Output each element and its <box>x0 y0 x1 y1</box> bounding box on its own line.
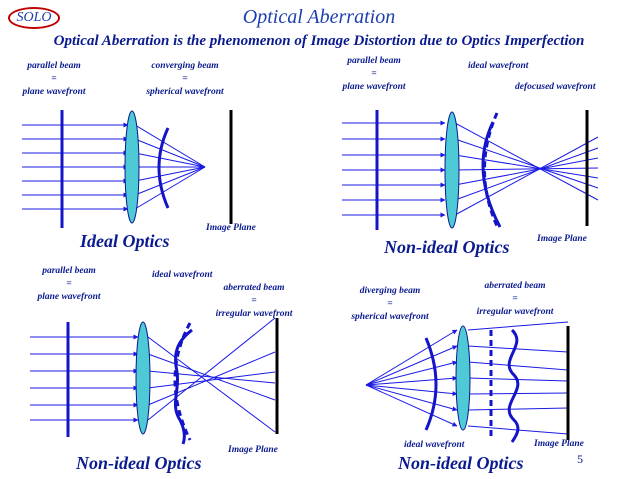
label-equals: = <box>182 74 188 84</box>
label-text: aberrated beam <box>223 283 285 293</box>
label-ideal-wavefront-bl: ideal wavefront <box>152 270 213 280</box>
parallel-rays-tr <box>342 120 446 218</box>
label-text: spherical wavefront <box>351 312 429 322</box>
label-text: plane wavefront <box>37 292 101 302</box>
converging-rays-tl <box>134 124 206 210</box>
lens-tl <box>124 110 140 224</box>
label-text: aberrated beam <box>484 281 546 291</box>
lens-tr <box>444 111 460 229</box>
irregular-wavefront-bl <box>173 328 193 445</box>
image-plane-label-bl: Image Plane <box>228 445 278 455</box>
label-equals: = <box>387 299 393 309</box>
label-text: parallel beam <box>42 266 96 276</box>
page-number: 5 <box>577 452 583 466</box>
slide-title: Optical Aberration <box>242 6 396 28</box>
label-parallel-beam-bl: parallel beam = plane wavefront <box>24 265 114 304</box>
image-plane-label-tr: Image Plane <box>537 234 587 244</box>
label-text: converging beam <box>151 61 219 71</box>
label-text: parallel beam <box>347 56 401 66</box>
label-equals: = <box>51 74 57 84</box>
label-diverging-beam-br: diverging beam = spherical wavefront <box>344 285 436 324</box>
slide-subtitle: Optical Aberration is the phenomenon of … <box>53 33 585 49</box>
label-ideal-wavefront-tr: ideal wavefront <box>468 61 529 71</box>
panel-diverging <box>365 321 570 443</box>
diverging-rays-br <box>365 329 458 427</box>
label-text: irregular wavefront <box>215 309 293 319</box>
label-text: irregular wavefront <box>476 307 554 317</box>
irregular-wavefront-br <box>507 328 520 443</box>
caption-tl: Ideal Optics <box>80 231 170 251</box>
panel-aberrated <box>30 317 279 445</box>
label-parallel-beam-tl: parallel beam = plane wavefront <box>14 60 94 99</box>
aberrated-rays-bl <box>147 317 276 433</box>
panel-defocused <box>342 110 599 230</box>
panel-ideal-optics <box>22 110 233 228</box>
spherical-wavefront-br <box>424 337 438 431</box>
label-parallel-beam-tr: parallel beam = plane wavefront <box>334 55 414 94</box>
label-ideal-wavefront-br: ideal wavefront <box>404 440 465 450</box>
spherical-wavefront-tl <box>157 127 170 209</box>
solo-logo: SOLO <box>8 7 60 29</box>
label-equals: = <box>66 279 72 289</box>
label-aberrated-beam-bl: aberrated beam = irregular wavefront <box>208 282 300 321</box>
crossing-rays-tr <box>454 122 599 216</box>
logo-text: SOLO <box>16 10 52 25</box>
label-text: spherical wavefront <box>146 87 224 97</box>
lens-br <box>455 325 471 431</box>
defocused-wavefront-tr <box>481 121 502 228</box>
image-plane-label-br: Image Plane <box>534 439 584 449</box>
caption-tr: Non-ideal Optics <box>384 237 510 257</box>
image-plane-label-tl: Image Plane <box>206 223 256 233</box>
label-text: plane wavefront <box>22 87 86 97</box>
caption-bl: Non-ideal Optics <box>76 453 202 473</box>
label-text: parallel beam <box>27 61 81 71</box>
label-equals: = <box>371 69 377 79</box>
output-rays-br <box>467 321 569 435</box>
parallel-rays-tl <box>22 122 129 212</box>
label-defocused-wavefront-tr: defocused wavefront <box>515 82 596 92</box>
label-equals: = <box>251 296 257 306</box>
label-converging-beam-tl: converging beam = spherical wavefront <box>135 60 235 99</box>
lens-bl <box>135 321 151 435</box>
label-aberrated-beam-br: aberrated beam = irregular wavefront <box>469 280 561 319</box>
label-text: diverging beam <box>359 286 421 296</box>
label-text: plane wavefront <box>342 82 406 92</box>
parallel-rays-bl <box>30 334 139 423</box>
caption-br: Non-ideal Optics <box>398 453 524 473</box>
label-equals: = <box>512 294 518 304</box>
